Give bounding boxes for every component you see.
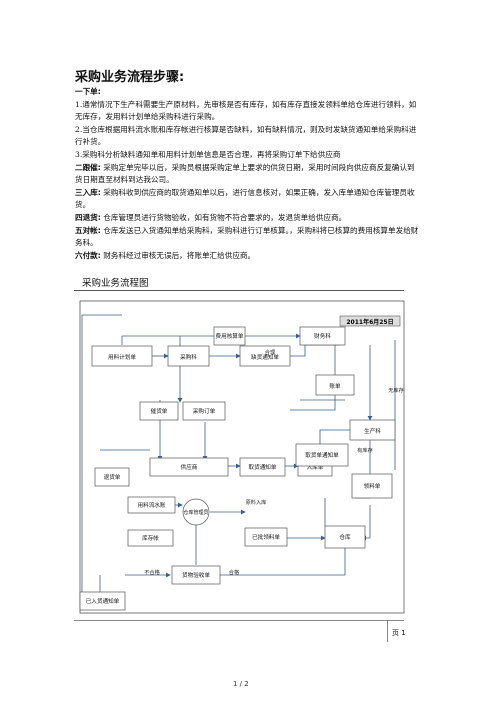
page-box-divider [387, 620, 388, 642]
node-po-label: 采购订单 [193, 407, 216, 415]
node-receipt-notice [295, 443, 349, 467]
node-manager-label: 仓库管理员 [183, 509, 208, 516]
node-production [349, 419, 396, 441]
node-supplier [149, 457, 229, 477]
node-received-notice [79, 591, 126, 611]
page-title: 采购业务流程步骤: [75, 70, 185, 85]
node-inventory-ledger [127, 529, 174, 547]
node-plan-label: 用料计划单 [108, 353, 136, 361]
flowchart-title-underline [74, 290, 404, 291]
node-inspect [171, 565, 221, 585]
node-production-label: 生产科 [364, 427, 381, 435]
date-box [339, 315, 401, 327]
page-box: 页 1 [392, 629, 406, 637]
label-has-stock: 有库存 [357, 446, 373, 454]
node-warehouse-label: 仓库 [339, 533, 351, 541]
node-return-label: 退货单 [104, 473, 121, 481]
conn-shortage-finance [290, 344, 340, 357]
node-inbound-label: 入库单 [307, 463, 324, 471]
node-flow-ledger-label: 用料流水账 [138, 501, 166, 509]
node-received-picking [244, 527, 288, 547]
node-manager [182, 498, 210, 526]
node-plan [91, 345, 153, 367]
section-3: 三入库: 采购科收到供应商的取货通知单以后，进行信息核对，如果正确，发入库单通知… [75, 188, 415, 209]
node-purchase-dept [167, 345, 210, 367]
node-flow-ledger [127, 496, 176, 514]
node-inspect-label: 货物验收单 [182, 571, 210, 579]
section-2: 二跟催: 采购定单完毕以后，采购员根据采购定单上要求的供货日期，采用时间段向供应… [75, 163, 415, 184]
node-finance-label: 财务科 [314, 332, 331, 340]
flowchart-date: 2011年6月25日 [346, 318, 393, 326]
node-bill [315, 374, 355, 396]
node-purchase-dept-label: 采购科 [180, 353, 197, 361]
conn-bill-left [290, 395, 336, 411]
node-pickup-notice-label: 取货通知单 [249, 463, 277, 471]
node-shortage-notice [239, 345, 291, 367]
node-follow [139, 401, 179, 421]
node-shortage-notice-label: 缺货通知单 [251, 353, 279, 361]
node-receipt-notice-label: 取货单通知单 [305, 451, 339, 459]
label-reasonable: 合理 [265, 348, 276, 356]
section-1-item-2: 2.当仓库根据用料流水账和库存帐进行核算是否缺料，如有缺料情况，则及时发缺货通知… [75, 125, 417, 146]
page-number: 1 / 2 [233, 680, 249, 688]
label-no-stock: 无库存 [388, 386, 404, 394]
footer-rule [74, 620, 404, 621]
node-po [182, 401, 226, 421]
node-inventory-ledger-label: 库存帐 [142, 534, 159, 542]
section-1-item-1: 1.通常情况下生产科需要生产原材料，先审核是否有库存，如有库存直接发领料单给仓库… [75, 100, 417, 121]
section-5: 五对帐: 仓库发送已入货通知单给采购科，采购科进行订单核算。，采购科将已核算的费… [75, 226, 419, 247]
section-1-heading: 一下单: [75, 87, 101, 96]
flowchart-frame [79, 300, 405, 614]
section-6: 六付款: 财务科经过审核无误后，将账单汇给供应商。 [75, 251, 256, 260]
conn-pass [220, 548, 346, 576]
node-warehouse [324, 525, 366, 549]
node-supplier-label: 供应商 [181, 463, 198, 471]
label-pass: 合格 [229, 568, 240, 576]
node-pickup-notice [239, 457, 286, 477]
node-return [94, 467, 130, 487]
node-picking-label: 领料单 [364, 482, 381, 490]
node-received-picking-label: 已批领料单 [252, 533, 280, 541]
node-picking [351, 473, 393, 499]
label-in-warehouse: 原料入库 [246, 498, 267, 506]
node-cost-approval [213, 326, 246, 346]
flowchart-title: 采购业务流程图 [82, 278, 149, 289]
node-finance [299, 326, 346, 346]
node-bill-label: 账单 [329, 382, 341, 390]
node-received-notice-label: 已入货通知单 [86, 597, 120, 605]
label-fail: 不合格 [144, 568, 160, 576]
section-4: 四退货: 仓库管理员进行货物验收，如有货物不符合要求的，发退货单给供应商。 [75, 213, 347, 222]
node-follow-label: 催货单 [151, 407, 168, 415]
section-1-item-3: 3.采购科分析缺料通知单和用料计划单信息是否合理，再将采购订单下给供应商 [75, 150, 341, 159]
node-cost-approval-label: 费用核算单 [216, 332, 244, 340]
